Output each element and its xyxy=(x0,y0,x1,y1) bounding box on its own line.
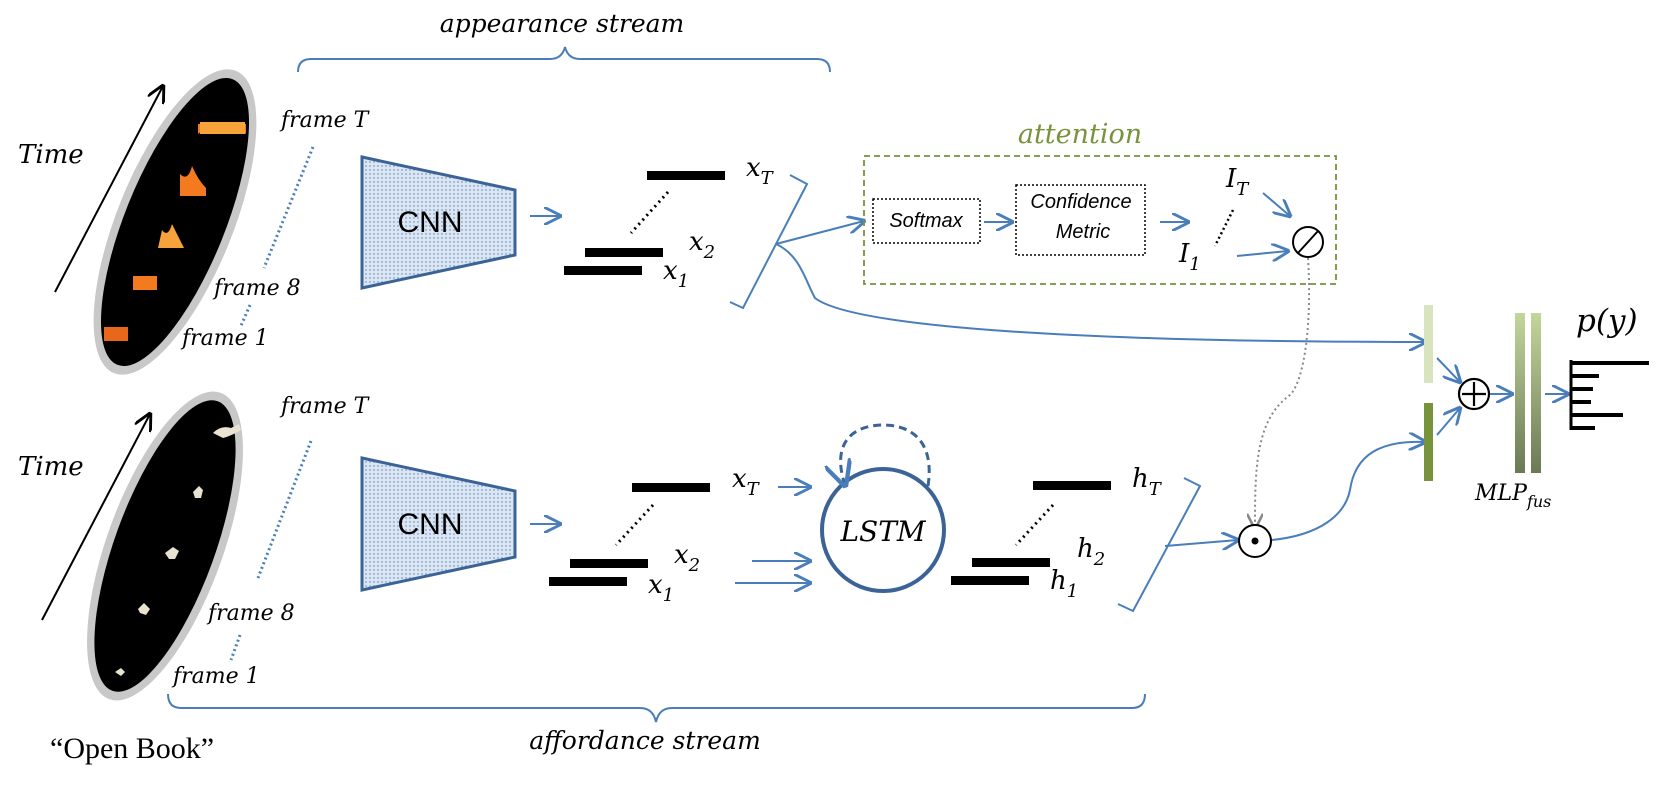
appearance-to-sum-arrow xyxy=(1436,357,1460,382)
aggregation-bracket-bottom xyxy=(1117,477,1202,613)
output-probability-label: p(y) xyxy=(1576,303,1638,339)
affordance-stream-label: affordance stream xyxy=(529,726,761,755)
affordance-to-sum-arrow xyxy=(1436,408,1460,436)
frame-T-label-top: frame T xyxy=(279,108,371,133)
appearance-stream-brace xyxy=(297,46,831,73)
lstm-label: LSTM xyxy=(839,515,926,548)
appearance-to-fusion-arrow xyxy=(775,243,1425,342)
hadamard-product-icon xyxy=(1238,524,1272,558)
affordance-stream-brace xyxy=(167,693,1146,723)
mlp-fus-label: MLPfus xyxy=(1474,481,1551,511)
feature-bar-x2-bottom xyxy=(570,559,648,568)
frame-1-label-top: frame 1 xyxy=(180,326,269,351)
frame-T-label-bottom: frame T xyxy=(279,394,371,419)
x2-label-bottom: x2 xyxy=(674,540,700,576)
attention-label: attention xyxy=(1018,119,1142,150)
lstm-cell xyxy=(820,467,946,593)
output-distribution-bars xyxy=(1569,360,1649,430)
attention-weights-arrow xyxy=(1255,257,1311,528)
h2-label: h2 xyxy=(1077,534,1105,570)
circled-plus-icon xyxy=(1457,377,1491,411)
time-arrow-bottom xyxy=(41,414,150,621)
time-label-bottom: Time xyxy=(18,452,84,482)
feature-dots-top xyxy=(629,190,670,235)
frame-8-label-top: frame 8 xyxy=(212,276,301,301)
mlp-layer-2 xyxy=(1531,313,1541,473)
appearance-stream-label: appearance stream xyxy=(440,9,685,38)
confidence-label-line1: Confidence xyxy=(1030,191,1131,213)
IT-to-division-arrow xyxy=(1262,192,1290,216)
h1-label: h1 xyxy=(1050,566,1078,602)
frame-dots-top xyxy=(262,146,315,269)
frame-dots-bottom xyxy=(256,440,313,579)
hidden-bar-hT xyxy=(1033,481,1111,490)
feature-dots-bottom xyxy=(614,503,655,547)
confidence-metric-box xyxy=(1015,184,1146,256)
appearance-frames-clip xyxy=(93,69,257,375)
fire-frame-icons xyxy=(104,122,246,341)
softmax-label: Softmax xyxy=(889,210,963,232)
hidden-bar-h1 xyxy=(951,576,1029,585)
feature-bar-xT-top xyxy=(647,171,725,180)
cnn-label-bottom: CNN xyxy=(398,508,463,541)
I1-label: I1 xyxy=(1178,239,1201,275)
appearance-feature-vector xyxy=(1424,305,1433,383)
hidden-dots xyxy=(1014,503,1055,547)
bracket-to-softmax-arrow xyxy=(775,221,864,245)
feature-bar-x1-bottom xyxy=(549,577,627,586)
hT-label: hT xyxy=(1132,464,1163,500)
attention-box xyxy=(863,155,1337,285)
affordance-feature-vector xyxy=(1424,403,1433,481)
cnn-block-top xyxy=(360,155,517,290)
frame-dots-top-2 xyxy=(238,304,252,329)
xT-label-top: xT xyxy=(746,153,775,189)
feature-bar-x1-top xyxy=(564,266,642,275)
cnn-label-top: CNN xyxy=(398,206,463,239)
hand-frame-icons xyxy=(115,424,241,676)
frame-1-label-bottom: frame 1 xyxy=(171,664,260,689)
feature-bar-x2-top xyxy=(585,248,663,257)
I1-to-division-arrow xyxy=(1236,251,1288,256)
time-arrow-top xyxy=(54,86,163,293)
hadamard-to-fusion-arrow xyxy=(1271,442,1425,541)
frame-8-label-bottom: frame 8 xyxy=(206,601,295,626)
division-icon xyxy=(1292,226,1324,258)
x1-label-bottom: x1 xyxy=(648,570,674,606)
hidden-bar-h2 xyxy=(972,558,1050,567)
cnn-block-bottom xyxy=(360,456,517,592)
frame-dots-bottom-2 xyxy=(229,634,242,661)
time-label-top: Time xyxy=(18,140,84,170)
feature-bar-xT-bottom xyxy=(632,483,710,492)
confidence-label-line2: Metric xyxy=(1056,221,1110,243)
xT-label-bottom: xT xyxy=(732,464,761,500)
softmax-box xyxy=(872,198,981,244)
x2-label-top: x2 xyxy=(689,227,715,263)
mlp-layer-1 xyxy=(1515,313,1525,473)
I-dots xyxy=(1213,209,1235,247)
affordance-frames-clip xyxy=(87,391,243,701)
IT-label: IT xyxy=(1225,164,1250,200)
lstm-recurrent-arrow xyxy=(841,423,931,486)
x1-label-top: x1 xyxy=(663,256,689,292)
class-label-open-book: “Open Book” xyxy=(50,732,214,765)
bracket-to-hadamard-arrow xyxy=(1164,540,1238,546)
aggregation-bracket-top xyxy=(729,174,809,310)
